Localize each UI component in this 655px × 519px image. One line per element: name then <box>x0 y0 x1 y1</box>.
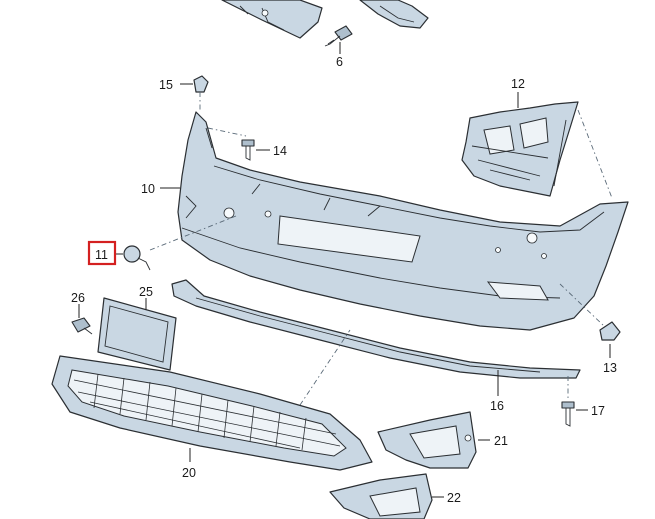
part-21-trim <box>377 411 490 469</box>
part-17-screw <box>561 376 588 427</box>
part-20-grille <box>51 355 373 471</box>
part-6-clip <box>324 25 353 54</box>
callout-17: 17 <box>591 404 605 418</box>
callout-25: 25 <box>139 285 153 299</box>
callout-10: 10 <box>141 182 155 196</box>
callout-22: 22 <box>447 491 461 505</box>
callout-20: 20 <box>182 466 196 480</box>
callout-labels: 6 15 12 14 10 11 26 25 13 16 17 21 20 22 <box>71 55 617 505</box>
callout-26: 26 <box>71 291 85 305</box>
callout-21: 21 <box>494 434 508 448</box>
part-10-bumper-cover <box>149 111 629 331</box>
callout-6: 6 <box>336 55 343 69</box>
part-25-plate-bracket <box>97 297 177 371</box>
callout-11: 11 <box>95 248 108 262</box>
callout-16: 16 <box>490 399 504 413</box>
part-12-bracket <box>461 92 613 199</box>
upper-bracket-left <box>221 0 323 39</box>
part-16-spoiler <box>171 279 581 406</box>
part-14-screw <box>207 127 270 161</box>
callout-15: 15 <box>159 78 173 92</box>
part-26-clip <box>71 304 93 335</box>
highlight-box-11 <box>87 240 117 266</box>
part-11-tow-cap <box>116 245 151 271</box>
part-13-bracket <box>559 283 621 358</box>
callout-14: 14 <box>273 144 287 158</box>
part-22-trim <box>329 473 444 519</box>
callout-12: 12 <box>511 77 525 91</box>
upper-bracket-right <box>359 0 429 29</box>
callout-13: 13 <box>603 361 617 375</box>
part-15-bracket <box>180 75 209 110</box>
grille-bars <box>73 373 341 451</box>
